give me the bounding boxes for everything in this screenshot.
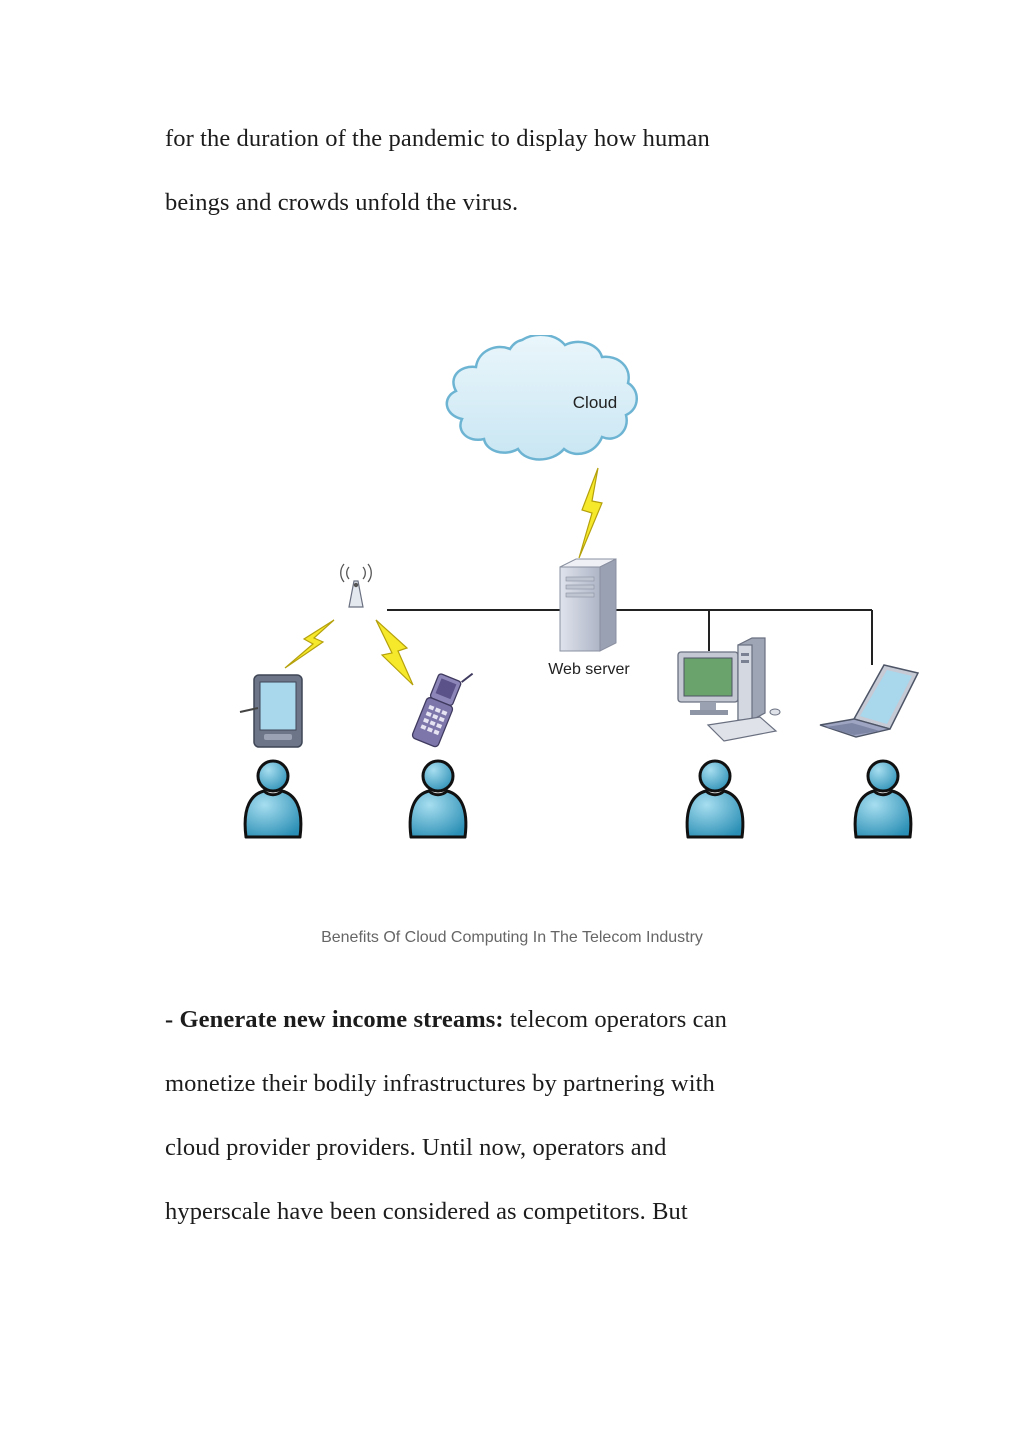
user-icon <box>685 759 745 839</box>
user-icon <box>408 759 468 839</box>
lightning-bolt-icon <box>578 467 603 559</box>
user-icon <box>853 759 913 839</box>
server-label: Web server <box>548 661 630 678</box>
section-heading: - Generate new income streams: <box>165 1006 504 1033</box>
mobile-phone-icon <box>411 672 474 748</box>
lightning-bolt-icon <box>375 619 414 686</box>
cloud-network-diagram: Cloud Web server <box>239 335 920 839</box>
section-line-2: monetize their bodily infrastructures by… <box>165 1070 715 1097</box>
wireless-antenna-icon <box>340 563 372 608</box>
lightning-bolt-icon <box>284 619 335 669</box>
section-line-1-text: telecom operators can <box>503 1006 727 1033</box>
section-line-3: cloud provider providers. Until now, ope… <box>165 1134 667 1161</box>
cloud-icon <box>445 335 638 461</box>
section-line-4: hyperscale have been considered as compe… <box>165 1198 688 1225</box>
pda-icon <box>239 674 303 748</box>
desktop-computer-icon <box>677 637 781 742</box>
user-icon <box>243 759 303 839</box>
server-icon <box>559 558 617 652</box>
intro-line-2: beings and crowds unfold the virus. <box>165 189 519 216</box>
intro-line-1: for the duration of the pandemic to disp… <box>165 125 710 152</box>
figure-caption: Benefits Of Cloud Computing In The Telec… <box>321 929 703 946</box>
laptop-icon <box>819 664 920 738</box>
cloud-label: Cloud <box>573 393 617 412</box>
network-lines <box>387 609 873 665</box>
section-line-1: - Generate new income streams: telecom o… <box>165 1005 727 1035</box>
